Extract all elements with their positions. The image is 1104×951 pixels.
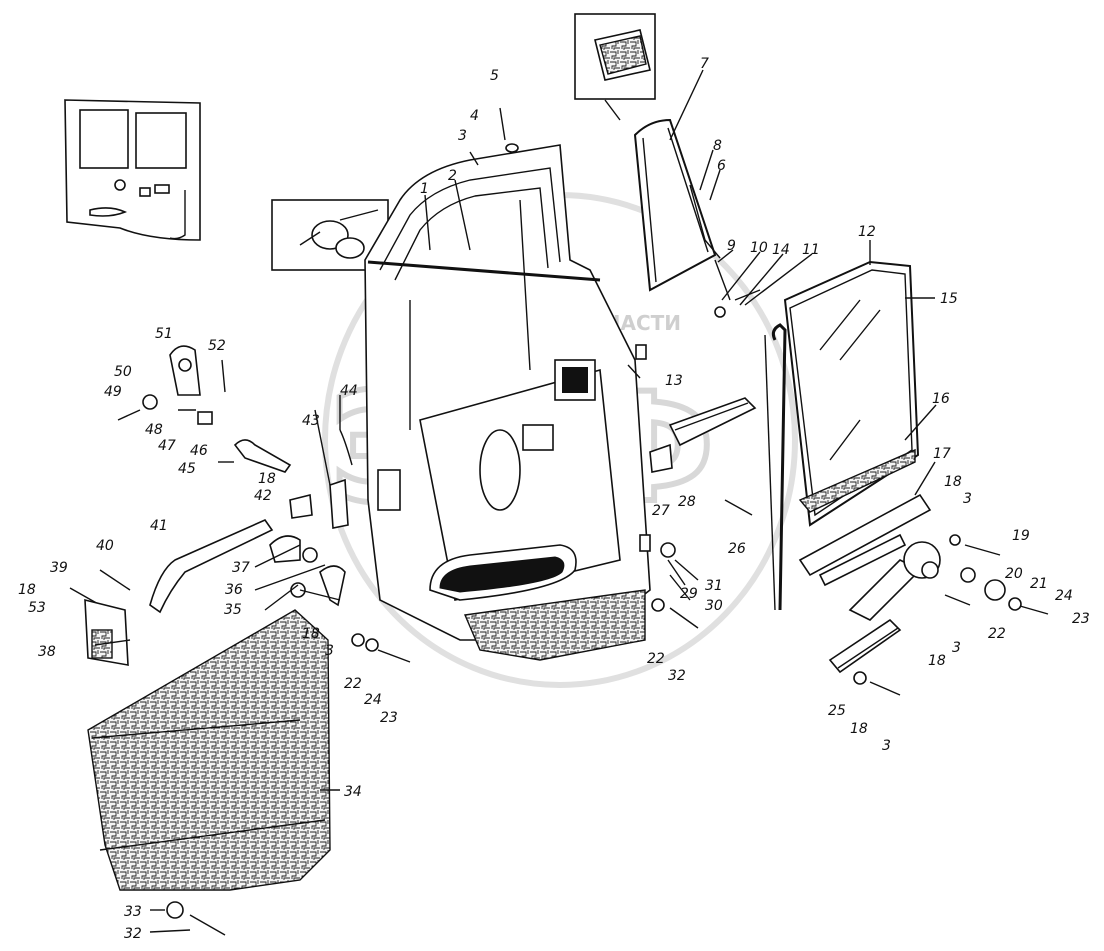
callout-5: 5 bbox=[490, 68, 499, 84]
callout-33: 33 bbox=[124, 904, 142, 920]
door-panel bbox=[364, 144, 651, 661]
callout-18d: 18 bbox=[258, 471, 276, 487]
callout-17: 17 bbox=[933, 446, 951, 462]
callout-30: 30 bbox=[705, 598, 723, 614]
callout-21: 21 bbox=[1030, 576, 1048, 592]
callout-9: 9 bbox=[727, 238, 736, 254]
callout-40: 40 bbox=[96, 538, 114, 554]
callout-27: 27 bbox=[652, 503, 670, 519]
callout-24b: 24 bbox=[364, 692, 382, 708]
callout-22b: 22 bbox=[647, 651, 665, 667]
callout-39: 39 bbox=[50, 560, 68, 576]
callout-20: 20 bbox=[1005, 566, 1023, 582]
callout-labels: 1 2 3 4 5 6 7 8 9 10 14 11 12 15 13 16 1… bbox=[18, 56, 1090, 942]
callout-35: 35 bbox=[224, 602, 242, 618]
callout-1: 1 bbox=[420, 181, 429, 197]
callout-3b: 3 bbox=[952, 640, 961, 656]
callout-16: 16 bbox=[932, 391, 950, 407]
callout-11: 11 bbox=[802, 242, 820, 258]
callout-4: 4 bbox=[470, 108, 479, 124]
door-reference-sketch bbox=[64, 99, 201, 241]
callout-41: 41 bbox=[150, 518, 168, 534]
callout-7: 7 bbox=[700, 56, 709, 72]
lock-parts bbox=[117, 345, 353, 607]
callout-8: 8 bbox=[713, 138, 722, 154]
fasteners bbox=[351, 107, 1049, 696]
callout-6: 6 bbox=[717, 158, 726, 174]
callout-32a: 32 bbox=[668, 668, 686, 684]
callout-18c: 18 bbox=[850, 721, 868, 737]
callout-44: 44 bbox=[340, 383, 358, 399]
callout-23a: 23 bbox=[1072, 611, 1090, 627]
callout-22a: 22 bbox=[988, 626, 1006, 642]
callout-29: 29 bbox=[680, 586, 698, 602]
glass-channel bbox=[649, 397, 757, 473]
callout-37: 37 bbox=[232, 560, 250, 576]
callout-38: 38 bbox=[38, 644, 56, 660]
callout-15: 15 bbox=[940, 291, 958, 307]
leader-lines bbox=[94, 69, 937, 933]
callout-13: 13 bbox=[665, 373, 683, 389]
callout-14: 14 bbox=[772, 242, 790, 258]
callout-18e: 18 bbox=[302, 626, 320, 642]
callout-19: 19 bbox=[1012, 528, 1030, 544]
callout-26: 26 bbox=[728, 541, 746, 557]
callout-18b: 18 bbox=[928, 653, 946, 669]
vent-inset bbox=[574, 13, 656, 121]
callout-43: 43 bbox=[302, 413, 320, 429]
callout-25: 25 bbox=[828, 703, 846, 719]
callout-48: 48 bbox=[145, 422, 163, 438]
callout-3d: 3 bbox=[325, 643, 334, 659]
callout-28: 28 bbox=[678, 494, 696, 510]
callout-52: 52 bbox=[208, 338, 226, 354]
callout-36: 36 bbox=[225, 582, 243, 598]
callout-49: 49 bbox=[104, 384, 122, 400]
callout-2: 2 bbox=[448, 168, 457, 184]
callout-18a: 18 bbox=[944, 474, 962, 490]
callout-53: 53 bbox=[28, 600, 46, 616]
callout-3c: 3 bbox=[882, 738, 891, 754]
callout-42: 42 bbox=[254, 488, 272, 504]
callout-34: 34 bbox=[344, 784, 362, 800]
callout-22c: 22 bbox=[344, 676, 362, 692]
callout-23b: 23 bbox=[380, 710, 398, 726]
door-trim-panel bbox=[87, 609, 331, 936]
callout-46: 46 bbox=[190, 443, 208, 459]
callout-32b: 32 bbox=[124, 926, 142, 942]
callout-12: 12 bbox=[858, 224, 876, 240]
door-window-glass bbox=[764, 260, 920, 611]
callout-3a: 3 bbox=[963, 491, 972, 507]
callout-24a: 24 bbox=[1055, 588, 1073, 604]
callout-50: 50 bbox=[114, 364, 132, 380]
callout-3: 3 bbox=[458, 128, 467, 144]
callout-31: 31 bbox=[705, 578, 723, 594]
callout-45: 45 bbox=[178, 461, 196, 477]
callout-18f: 18 bbox=[18, 582, 36, 598]
window-regulator bbox=[798, 493, 941, 674]
callout-10: 10 bbox=[750, 240, 768, 256]
callout-51: 51 bbox=[155, 326, 173, 342]
callout-47: 47 bbox=[158, 438, 176, 454]
